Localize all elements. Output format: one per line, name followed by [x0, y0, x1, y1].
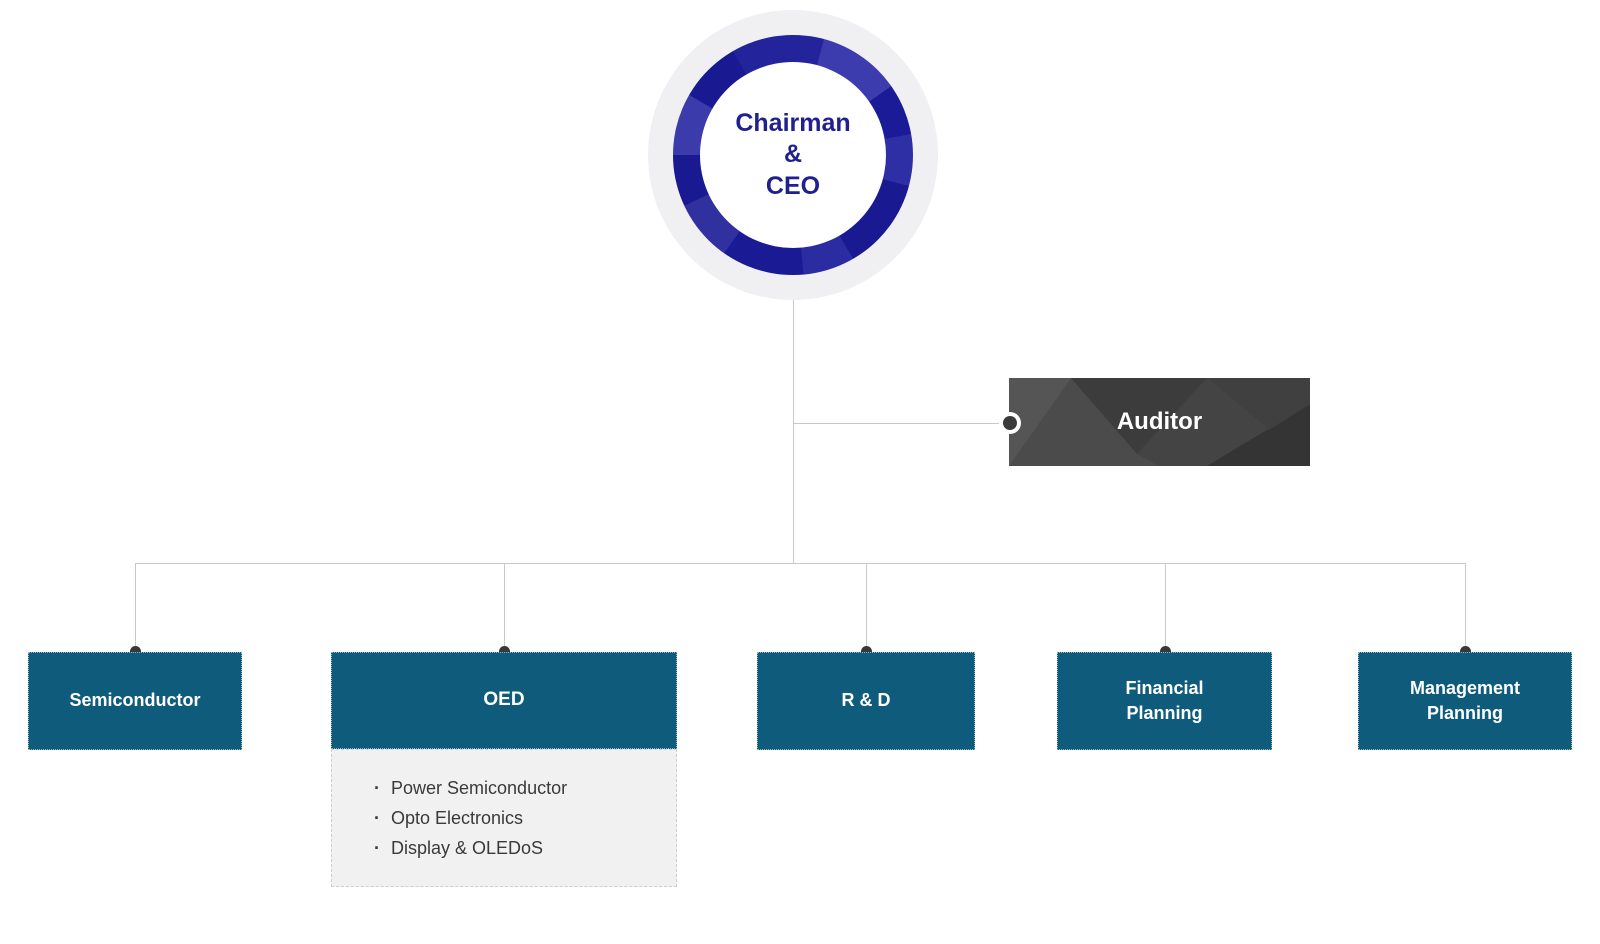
bullet-glyph: ·: [374, 807, 380, 828]
dept-label-financial-planning: Financial Planning: [1125, 677, 1204, 723]
list-item: · Opto Electronics: [374, 808, 676, 829]
chairman-ring: Chairman & CEO: [673, 35, 913, 275]
trunk-line: [793, 300, 794, 563]
dept-label-semiconductor: Semiconductor: [69, 690, 201, 711]
bullet-glyph: ·: [374, 777, 380, 798]
dept-label-rnd: R & D: [841, 690, 891, 711]
main-horizontal-line: [135, 563, 1465, 564]
dept-box-financial-planning: Financial Planning: [1057, 652, 1272, 750]
drop-line-management: [1465, 563, 1466, 652]
list-item: · Display & OLEDoS: [374, 838, 676, 859]
auditor-facet-background: [1009, 378, 1310, 466]
oed-sub-item-label: Opto Electronics: [391, 807, 524, 828]
auditor-label: Auditor: [1116, 408, 1203, 435]
auditor-connector-marker-dot: [1003, 416, 1017, 430]
dept-box-management-planning: Management Planning: [1358, 652, 1572, 750]
connector-dot-oed: [499, 646, 510, 657]
list-item: · Power Semiconductor: [374, 778, 676, 799]
drop-line-financial: [1165, 563, 1166, 652]
bullet-glyph: ·: [374, 837, 380, 858]
chairman-node: Chairman & CEO: [648, 10, 938, 300]
connector-dot-semiconductor: [130, 646, 141, 657]
dept-label-management-planning: Management Planning: [1409, 677, 1521, 723]
chairman-circle: Chairman & CEO: [700, 62, 886, 248]
drop-line-rnd: [866, 563, 867, 652]
oed-sub-item-label: Display & OLEDoS: [391, 837, 544, 858]
auditor-box: Auditor: [1009, 378, 1310, 466]
oed-sub-item-label: Power Semiconductor: [391, 777, 568, 798]
chairman-label: Chairman & CEO: [735, 109, 851, 200]
oed-subdivision-panel: · Power Semiconductor · Opto Electronics…: [331, 749, 677, 887]
connector-dot-management: [1460, 646, 1471, 657]
drop-line-semiconductor: [135, 563, 136, 652]
connector-dot-financial: [1160, 646, 1171, 657]
auditor-branch-line: [793, 423, 1010, 424]
dept-box-oed: OED: [331, 652, 677, 749]
dept-box-semiconductor: Semiconductor: [28, 652, 242, 750]
drop-line-oed: [504, 563, 505, 652]
connector-dot-rnd: [861, 646, 872, 657]
dept-box-rnd: R & D: [757, 652, 975, 750]
dept-label-oed: OED: [483, 689, 525, 711]
